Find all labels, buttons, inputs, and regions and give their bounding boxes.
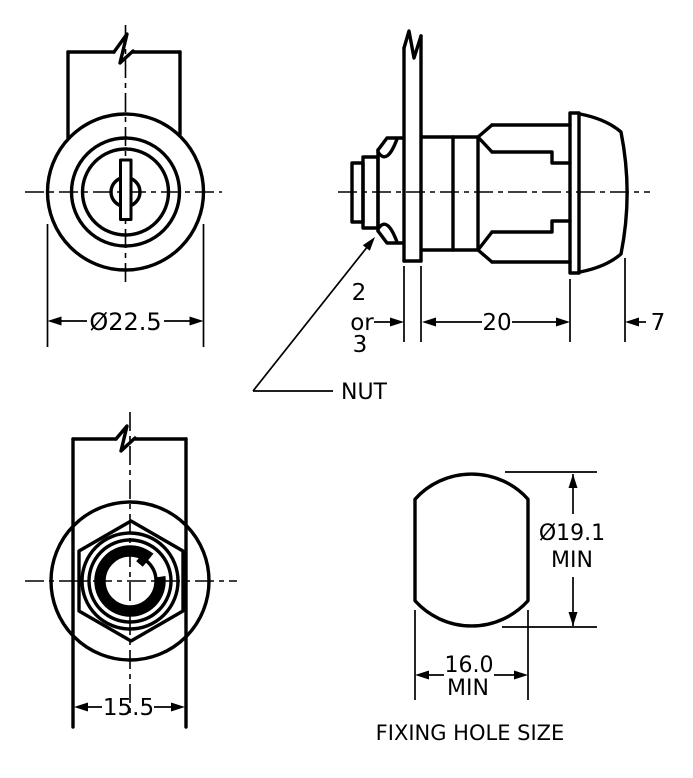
dim-arrow-right [189,316,204,326]
panel-thickness-dim-line3: 3 [353,332,368,358]
nut-label: NUT [341,380,388,405]
nut-chamfer-arc-top [376,137,399,159]
body-inner-step-and-neck [490,150,572,234]
head-flange [568,111,581,275]
hole-diameter-dimension: Ø19.1 [539,521,605,546]
break-mark [402,29,423,60]
body-cone-chamfers [476,123,494,264]
rear-thread-circle-inner [87,538,173,624]
rear-cylinder-bore-circle [102,553,158,609]
front-view: Ø22.5 [25,25,222,347]
dim-arrow-right [390,317,404,327]
body-length-dimension: 20 [482,310,511,336]
dim-arrow-right [556,317,570,327]
fixing-hole-caption: FIXING HOLE SIZE [376,721,565,745]
front-bezel-circle [69,136,182,248]
front-diameter-dimension: Ø22.5 [89,308,161,336]
dim-arrow-up [568,474,578,488]
dim-arrow-right [514,670,528,680]
body-outer-edges [490,123,572,264]
fixing-hole-outline [413,472,530,628]
head-dome [578,112,629,274]
dim-arrow-down [568,612,578,626]
rear-thread-circle-outer [80,531,180,631]
body-collar [421,135,480,252]
rear-body-circle [49,500,211,662]
panel-thickness-dim-line1: 2 [352,280,367,306]
hole-diameter-qualifier: MIN [551,548,593,573]
hole-width-qualifier: MIN [447,676,489,701]
dim-arrow-left [74,702,88,712]
extension-line [414,610,529,700]
nut-chamfer-arc-bottom [376,222,399,244]
front-cylinder-circle [80,147,171,237]
panel-thickness-dim-line2: or [350,310,374,336]
rear-view: 15.5 [25,412,237,729]
front-lock-face-outer-circle [45,112,206,272]
break-mark [114,424,137,453]
break-mark [112,32,135,65]
nut-leader-line [252,245,369,392]
fixing-hole-view: Ø19.1 MIN 16.0 MIN FIXING HOLE SIZE [376,471,605,745]
retaining-spring-clip [94,545,166,617]
head-depth-dimension: 7 [651,310,666,336]
side-view: 2 or 3 20 7 NUT [252,29,666,405]
keyway-slot [119,158,133,221]
nut-top-edge [376,136,405,152]
cam-width-dimension: 15.5 [103,695,154,721]
leader-arrowhead [362,237,375,251]
dim-arrow-left [47,316,62,326]
dim-arrow-right [171,702,185,712]
rear-hex-nut [77,519,185,643]
hole-width-dimension: 16.0 [445,653,494,678]
dim-arrow-left [422,317,436,327]
dim-arrow-left [625,317,639,327]
nut-bottom-edge [376,229,405,245]
dim-arrow-left [415,670,429,680]
